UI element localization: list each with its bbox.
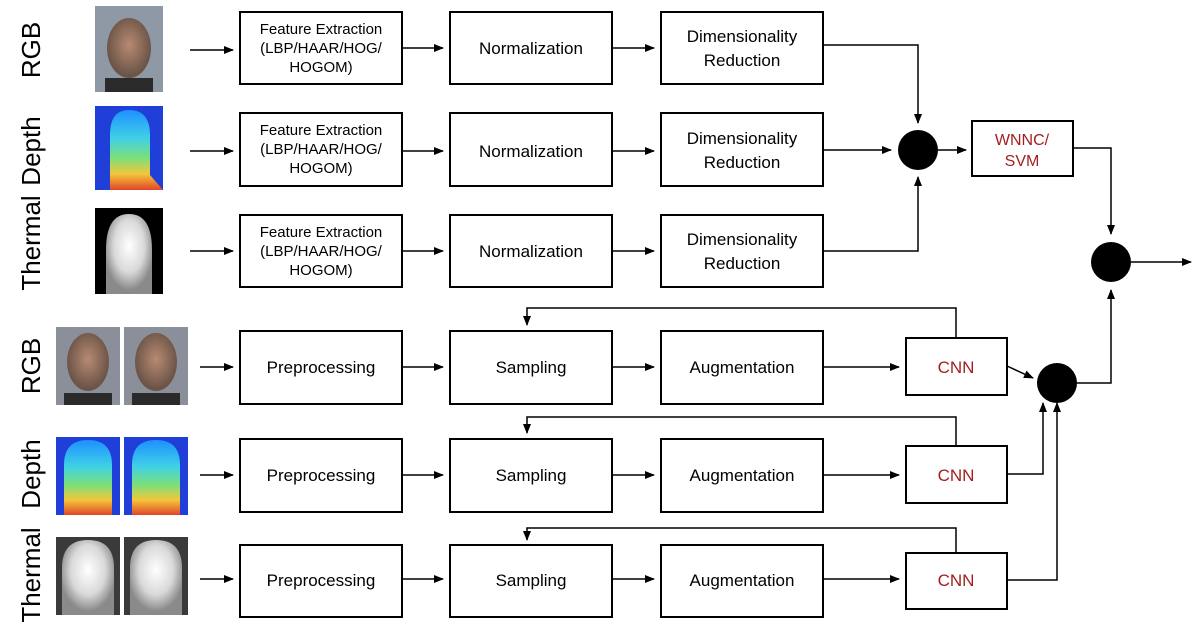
svg-text:Feature Extraction: Feature Extraction: [260, 122, 383, 139]
thermal-face-image: [95, 208, 163, 294]
svg-text:Reduction: Reduction: [704, 153, 781, 172]
svg-text:HOGOM): HOGOM): [289, 262, 352, 279]
wnnc-svm-classifier-box: WNNC/ SVM: [971, 120, 1074, 177]
sampling-box-depth: Sampling: [449, 438, 613, 513]
row-label-bottom-depth: Depth: [16, 439, 46, 508]
row-label-bottom-thermal: Thermal: [16, 527, 46, 622]
svg-text:Dimensionality: Dimensionality: [687, 27, 798, 46]
preprocessing-box-thermal: Preprocessing: [239, 544, 403, 618]
svg-text:Sampling: Sampling: [496, 358, 567, 377]
feature-extraction-box-thermal: Feature Extraction (LBP/HAAR/HOG/ HOGOM): [239, 214, 403, 288]
svg-text:Reduction: Reduction: [704, 51, 781, 70]
row-label-top-depth: Depth: [16, 116, 46, 185]
normalization-box-rgb: Normalization: [449, 11, 613, 85]
svg-text:CNN: CNN: [938, 358, 975, 377]
fusion-node-final: [1091, 242, 1131, 282]
svg-text:WNNC/: WNNC/: [995, 132, 1050, 149]
augmentation-box-thermal: Augmentation: [660, 544, 824, 618]
depth-face-map: [95, 106, 163, 190]
feature-extraction-box-rgb: Feature Extraction (LBP/HAAR/HOG/ HOGOM): [239, 11, 403, 85]
svg-text:HOGOM): HOGOM): [289, 59, 352, 76]
svg-text:Preprocessing: Preprocessing: [267, 571, 376, 590]
feature-extraction-box-depth: Feature Extraction (LBP/HAAR/HOG/ HOGOM): [239, 112, 403, 187]
cnn-box-depth: CNN: [905, 445, 1008, 504]
svg-text:Normalization: Normalization: [479, 242, 583, 261]
svg-text:CNN: CNN: [938, 571, 975, 590]
svg-text:Augmentation: Augmentation: [690, 571, 795, 590]
dimensionality-reduction-box-rgb: Dimensionality Reduction: [660, 11, 824, 85]
svg-text:Thermal: Thermal: [16, 527, 46, 622]
depth-face-map-pair: [56, 437, 188, 515]
svg-text:(LBP/HAAR/HOG/: (LBP/HAAR/HOG/: [260, 141, 383, 158]
preprocessing-box-depth: Preprocessing: [239, 438, 403, 513]
dimensionality-reduction-box-depth: Dimensionality Reduction: [660, 112, 824, 187]
dimensionality-reduction-box-thermal: Dimensionality Reduction: [660, 214, 824, 288]
row-label-top-thermal: Thermal: [16, 195, 46, 290]
svg-text:Feature Extraction: Feature Extraction: [260, 224, 383, 241]
svg-text:Depth: Depth: [16, 439, 46, 508]
svg-text:Dimensionality: Dimensionality: [687, 230, 798, 249]
svg-text:Augmentation: Augmentation: [690, 466, 795, 485]
svg-text:(LBP/HAAR/HOG/: (LBP/HAAR/HOG/: [260, 243, 383, 260]
svg-text:Sampling: Sampling: [496, 466, 567, 485]
svg-text:Feature Extraction: Feature Extraction: [260, 21, 383, 38]
svg-text:RGB: RGB: [16, 22, 46, 78]
preprocessing-box-rgb: Preprocessing: [239, 330, 403, 405]
normalization-box-thermal: Normalization: [449, 214, 613, 288]
normalization-box-depth: Normalization: [449, 112, 613, 187]
svg-text:SVM: SVM: [1005, 153, 1040, 170]
fusion-node-top: [898, 130, 938, 170]
svg-text:Preprocessing: Preprocessing: [267, 466, 376, 485]
svg-text:Dimensionality: Dimensionality: [687, 129, 798, 148]
sampling-box-rgb: Sampling: [449, 330, 613, 405]
cnn-box-rgb: CNN: [905, 337, 1008, 396]
svg-text:Thermal: Thermal: [16, 195, 46, 290]
svg-text:Normalization: Normalization: [479, 39, 583, 58]
row-label-bottom-rgb: RGB: [16, 338, 46, 394]
thermal-face-image-pair: [56, 537, 188, 615]
cnn-box-thermal: CNN: [905, 552, 1008, 610]
augmentation-box-depth: Augmentation: [660, 438, 824, 513]
svg-text:Depth: Depth: [16, 116, 46, 185]
fusion-node-bottom: [1037, 363, 1077, 403]
svg-text:(LBP/HAAR/HOG/: (LBP/HAAR/HOG/: [260, 40, 383, 57]
rgb-face-photo-pair: [56, 327, 188, 405]
svg-text:Normalization: Normalization: [479, 142, 583, 161]
svg-text:Augmentation: Augmentation: [690, 358, 795, 377]
svg-text:Preprocessing: Preprocessing: [267, 358, 376, 377]
svg-text:RGB: RGB: [16, 338, 46, 394]
svg-text:CNN: CNN: [938, 466, 975, 485]
sampling-box-thermal: Sampling: [449, 544, 613, 618]
svg-text:HOGOM): HOGOM): [289, 160, 352, 177]
rgb-face-photo: [95, 6, 163, 92]
augmentation-box-rgb: Augmentation: [660, 330, 824, 405]
row-label-top-rgb: RGB: [16, 22, 46, 78]
svg-text:Sampling: Sampling: [496, 571, 567, 590]
svg-text:Reduction: Reduction: [704, 254, 781, 273]
